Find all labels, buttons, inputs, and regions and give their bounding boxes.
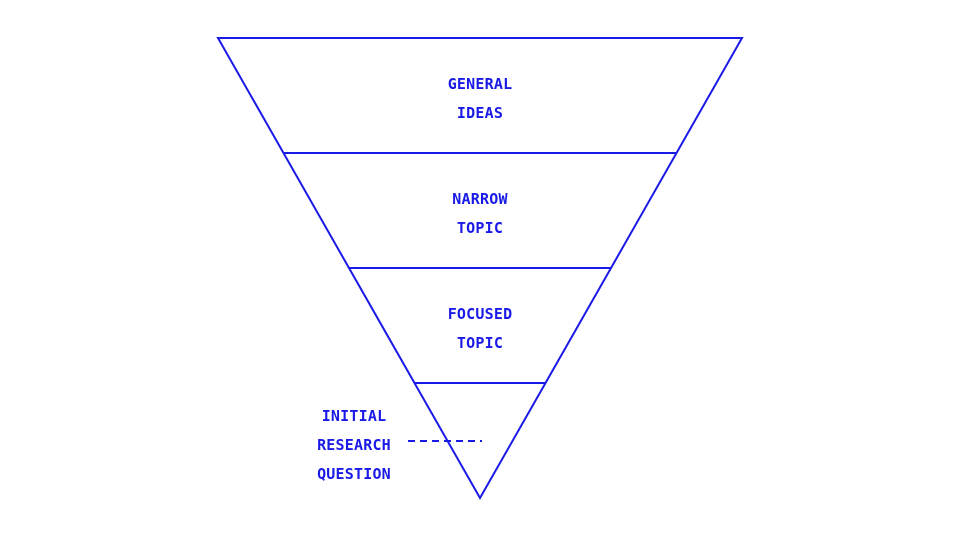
tip-label-line: INITIAL bbox=[321, 407, 387, 425]
level-label-line: IDEAS bbox=[456, 104, 504, 122]
level-label-general-ideas: GENERAL IDEAS bbox=[380, 70, 580, 128]
level-label-line: FOCUSED bbox=[447, 305, 513, 323]
level-label-line: TOPIC bbox=[456, 334, 504, 352]
level-label-line: GENERAL bbox=[447, 75, 513, 93]
level-label-narrow-topic: NARROW TOPIC bbox=[380, 185, 580, 243]
level-label-line: NARROW bbox=[452, 190, 508, 208]
tip-label-initial-research-question: INITIAL RESEARCH QUESTION bbox=[294, 402, 414, 489]
tip-label-line: RESEARCH bbox=[317, 436, 391, 454]
level-label-focused-topic: FOCUSED TOPIC bbox=[380, 300, 580, 358]
tip-label-line: QUESTION bbox=[317, 465, 391, 483]
level-label-line: TOPIC bbox=[456, 219, 504, 237]
